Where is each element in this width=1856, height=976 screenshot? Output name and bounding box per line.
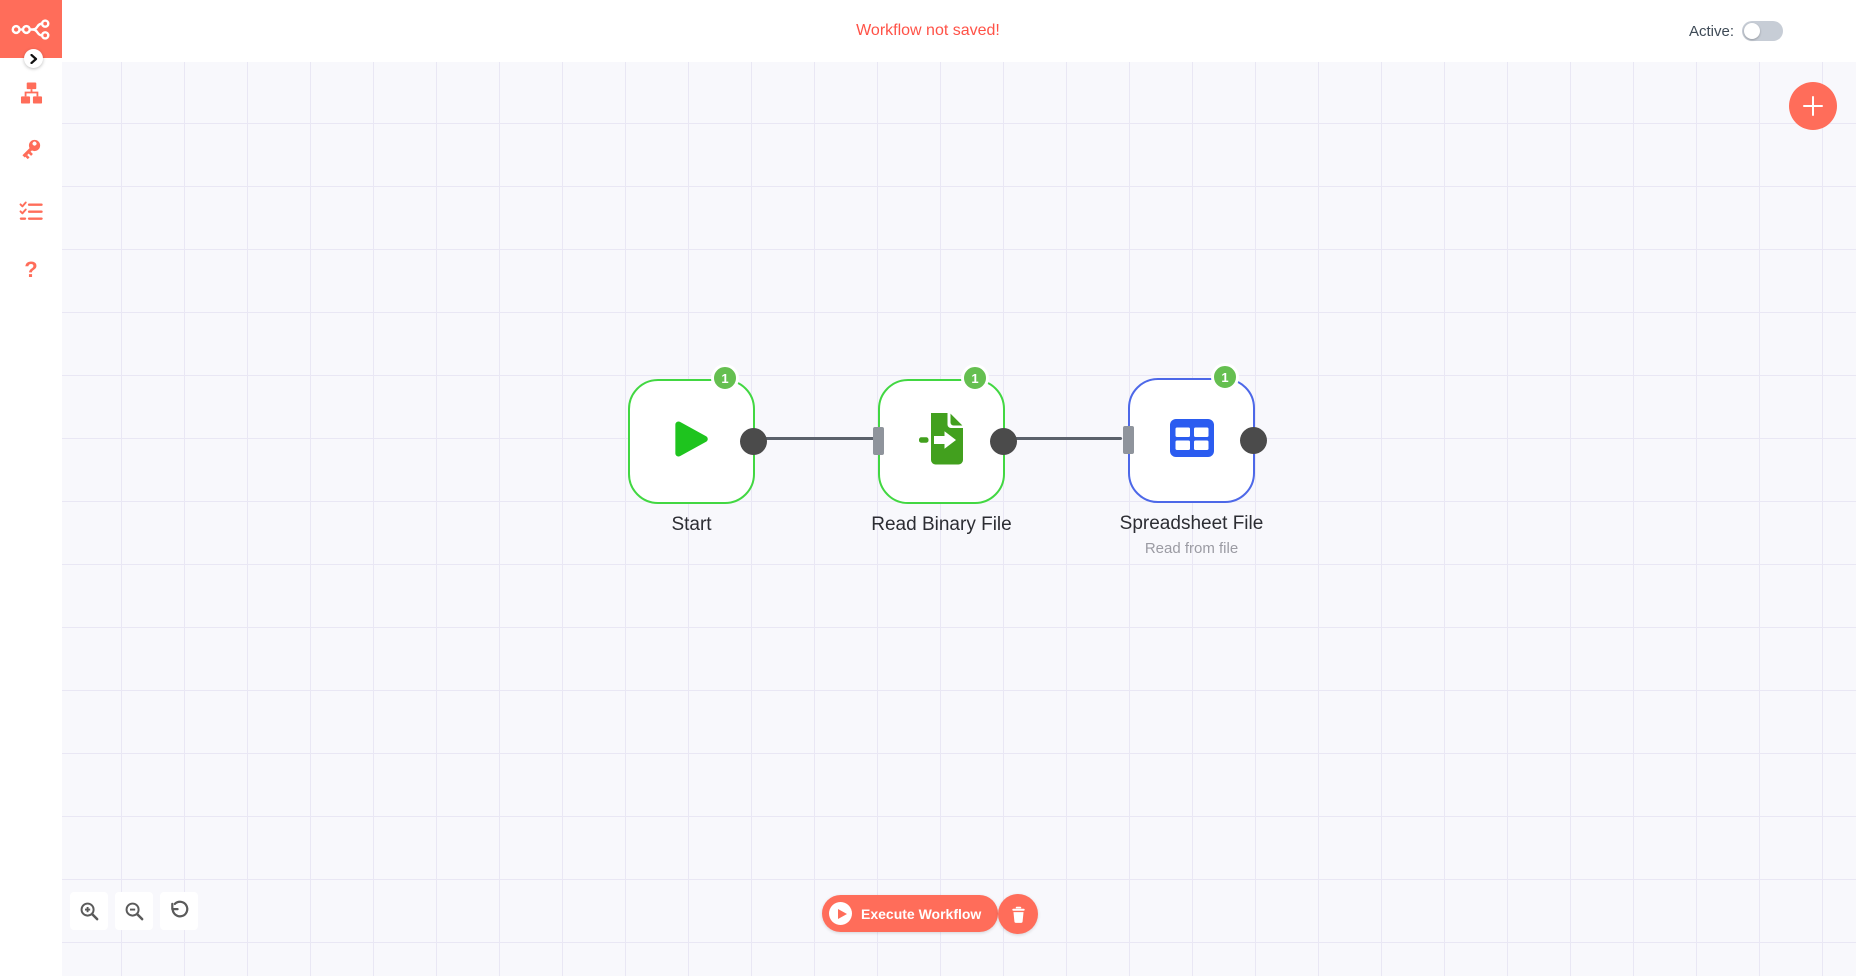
chevron-right-icon — [29, 53, 37, 64]
execute-workflow-label: Execute Workflow — [861, 905, 982, 922]
credentials-icon — [22, 139, 41, 160]
node-title: Read Binary File — [871, 514, 1012, 535]
input-connector[interactable] — [873, 427, 884, 455]
n8n-logo[interactable] — [0, 0, 62, 58]
top-bar: Workflow not saved! Active: — [0, 0, 1856, 62]
workflow-not-saved-warning: Workflow not saved! — [856, 22, 1000, 39]
zoom-in-button[interactable] — [70, 892, 108, 930]
output-connector[interactable] — [990, 428, 1017, 455]
input-connector[interactable] — [1123, 426, 1134, 454]
items-count-badge: 1 — [961, 364, 989, 392]
zoom-in-icon — [80, 902, 98, 920]
sidebar-item-credentials[interactable] — [0, 129, 62, 169]
connection-wire[interactable] — [754, 437, 877, 440]
sidebar-item-help[interactable]: ? — [0, 250, 62, 290]
node-spreadsheet-file[interactable]: 1 Spreadsheet File Read from file — [1120, 363, 1267, 557]
play-icon — [674, 418, 710, 465]
node-start[interactable]: 1 Start — [628, 364, 767, 535]
node-title: Start — [671, 514, 712, 535]
reset-zoom-button[interactable] — [160, 892, 198, 930]
zoom-out-icon — [125, 902, 143, 920]
workflow-canvas[interactable]: 1 Start 1 Read Binary File — [62, 62, 1856, 976]
add-node-button[interactable] — [1789, 82, 1837, 130]
items-count-badge: 1 — [1211, 363, 1239, 391]
sidebar-collapse-button[interactable] — [24, 49, 43, 68]
table-icon — [1169, 419, 1214, 462]
sidebar-item-workflows[interactable] — [0, 73, 62, 113]
toggle-knob — [1744, 23, 1760, 39]
delete-workflow-button[interactable] — [998, 894, 1038, 934]
output-connector[interactable] — [1240, 427, 1267, 454]
node-title: Spreadsheet File — [1119, 513, 1264, 534]
play-circle-icon — [829, 902, 852, 925]
connection-wire[interactable] — [1005, 437, 1122, 440]
plus-icon — [1803, 96, 1823, 116]
trash-icon — [1011, 906, 1025, 923]
file-import-icon — [918, 413, 965, 470]
execute-workflow-button[interactable]: Execute Workflow — [822, 895, 999, 932]
undo-icon — [170, 900, 188, 917]
active-toggle-group: Active: — [1689, 0, 1783, 62]
executions-icon — [19, 201, 43, 220]
zoom-out-button[interactable] — [115, 892, 153, 930]
items-count-badge: 1 — [711, 364, 739, 392]
help-icon: ? — [24, 257, 38, 282]
output-connector[interactable] — [740, 428, 767, 455]
workflows-icon — [20, 82, 42, 104]
sidebar: ? — [0, 0, 62, 976]
active-label: Active: — [1688, 22, 1734, 40]
sidebar-item-executions[interactable] — [0, 191, 62, 231]
node-subtitle: Read from file — [1144, 540, 1239, 557]
active-toggle[interactable] — [1742, 21, 1783, 41]
node-read-binary-file[interactable]: 1 Read Binary File — [871, 364, 1017, 535]
